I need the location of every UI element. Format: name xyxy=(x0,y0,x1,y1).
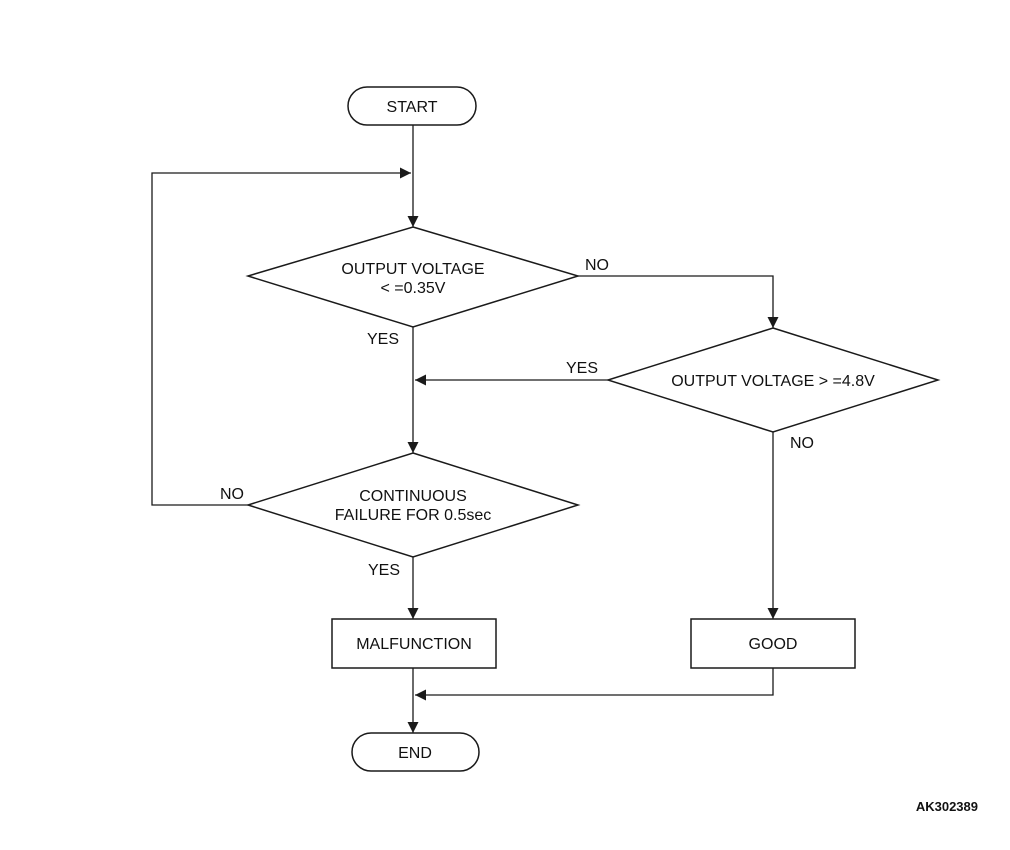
end-terminal xyxy=(351,732,480,772)
good-box xyxy=(690,618,856,669)
label-continuous-yes: YES xyxy=(368,562,400,579)
figure-code: AK302389 xyxy=(916,799,978,814)
decision-continuous-line1: CONTINUOUS xyxy=(359,488,467,505)
malfunction-box xyxy=(331,618,497,669)
edge-loop-back xyxy=(151,167,411,506)
label-low-yes: YES xyxy=(367,331,399,348)
label-continuous-no: NO xyxy=(220,486,244,503)
edge-good-to-end xyxy=(415,668,774,701)
decision-continuous-failure xyxy=(245,452,581,558)
malfunction-label: MALFUNCTION xyxy=(356,636,472,653)
start-terminal xyxy=(347,86,477,126)
good-label: GOOD xyxy=(749,636,798,653)
end-label: END xyxy=(398,745,432,762)
label-high-yes: YES xyxy=(566,360,598,377)
decision-voltage-high xyxy=(605,327,941,433)
decision-voltage-low xyxy=(245,226,581,328)
label-high-no: NO xyxy=(790,435,814,452)
decision-voltage-low-line2: < =0.35V xyxy=(381,280,446,297)
decision-voltage-high-label: OUTPUT VOLTAGE > =4.8V xyxy=(671,373,875,390)
decision-voltage-low-line1: OUTPUT VOLTAGE xyxy=(341,261,484,278)
start-label: START xyxy=(387,99,438,116)
edge-low-no-to-high xyxy=(578,275,779,328)
decision-continuous-line2: FAILURE FOR 0.5sec xyxy=(335,507,492,524)
label-low-no: NO xyxy=(585,257,609,274)
